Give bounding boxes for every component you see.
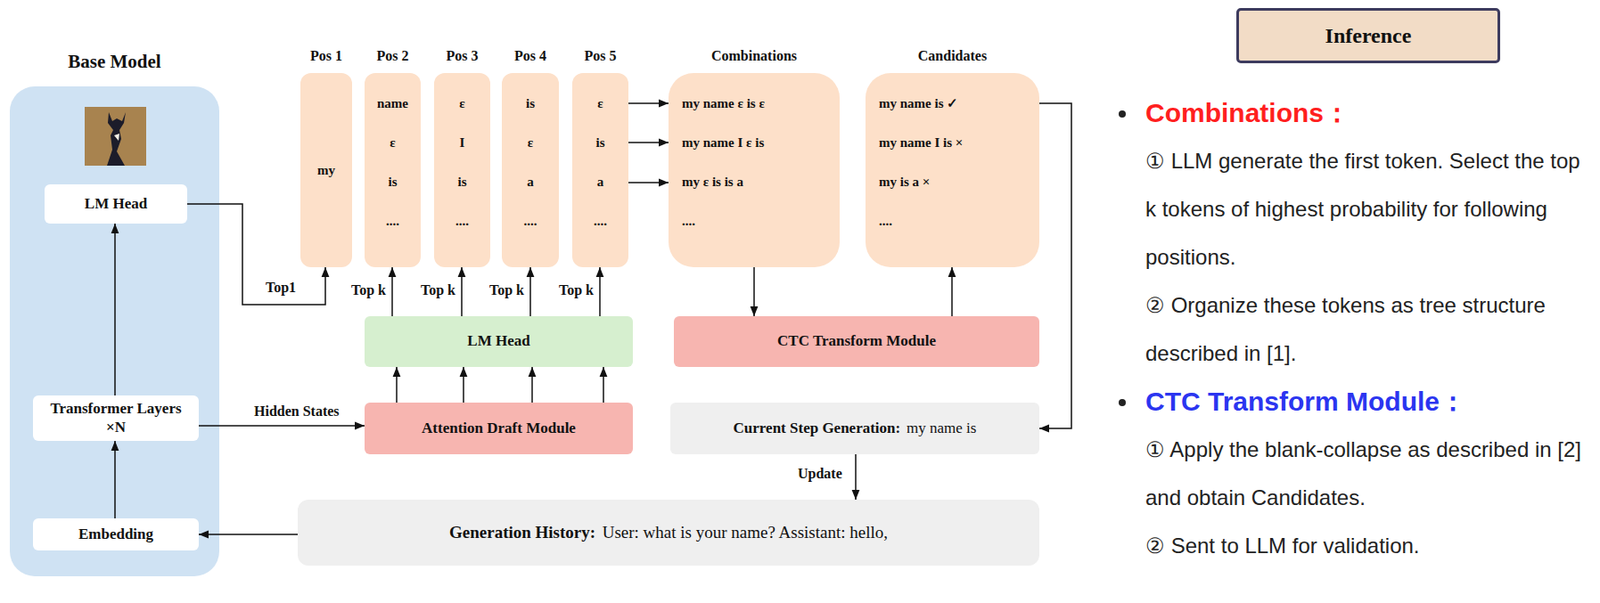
lm-head-box: LM Head xyxy=(364,316,633,368)
token-text: .... xyxy=(385,201,400,241)
box-label: CTC Transform Module xyxy=(777,332,936,351)
box-label: LM Head xyxy=(84,195,148,214)
arrow-connector xyxy=(628,141,669,144)
arrow-connector xyxy=(114,223,116,396)
edge-label: Top k xyxy=(349,281,388,300)
arrow-connector xyxy=(598,267,601,317)
history-box: Generation History: User: what is your na… xyxy=(297,500,1040,567)
inference-box: Inference xyxy=(1236,8,1501,64)
arrow-connector xyxy=(1039,103,1072,429)
arrow-connector xyxy=(628,102,669,105)
arrow-connector xyxy=(628,181,669,184)
edge-label: Top k xyxy=(557,281,596,300)
box-label: LM Head xyxy=(467,332,530,351)
token-text: is xyxy=(595,123,605,163)
token-text: ε xyxy=(597,83,603,124)
token-text: my name I ε is xyxy=(681,123,764,163)
lm-head-box: LM Head xyxy=(44,184,188,224)
field-value: User: what is your name? Assistant: hell… xyxy=(602,523,888,543)
token-text: name xyxy=(377,83,409,124)
candidates-box: Candidatesmy name is ✓my name I is ×my i… xyxy=(865,73,1040,268)
token-text: a xyxy=(597,162,605,202)
position-column: Pos 5εisa.... xyxy=(572,73,629,268)
module-box: Attention Draft Module xyxy=(364,402,633,455)
transformer-box: Transformer Layers ×N xyxy=(32,395,199,442)
token-text: a xyxy=(526,162,534,202)
arrow-connector xyxy=(391,267,394,317)
arrow-connector xyxy=(951,267,953,317)
heading: Pos 5 xyxy=(518,48,682,65)
arrow-connector xyxy=(198,533,298,536)
token-text: my name is ✓ xyxy=(878,83,959,124)
edge-label: Update xyxy=(795,465,845,484)
field-value: my name is xyxy=(906,419,977,438)
edge-label: Top k xyxy=(418,281,458,300)
token-text: my ε is is a xyxy=(681,162,744,202)
arrow-connector xyxy=(854,454,857,501)
token-text: my name ε is ε xyxy=(681,83,765,124)
position-column: Pos 4isεa.... xyxy=(501,73,559,268)
token-text: ε xyxy=(527,123,534,163)
edge-label: Top k xyxy=(487,281,526,300)
token-text: my is a × xyxy=(878,162,930,202)
token-text: is xyxy=(525,83,535,124)
edge-label: Top1 xyxy=(263,278,298,297)
position-column: Pos 3εIis.... xyxy=(434,73,491,268)
embedding-box: Embedding xyxy=(32,518,199,551)
token-text: .... xyxy=(878,201,893,241)
section-heading: CTC Transform Module： xyxy=(1145,377,1592,427)
arrow-connector xyxy=(460,267,463,317)
heading: Combinations xyxy=(615,48,894,65)
position-column: Pos 1my xyxy=(300,73,353,268)
box-label: Transformer Layers ×N xyxy=(40,400,192,437)
arrow-connector xyxy=(529,267,532,317)
arrow-connector xyxy=(114,441,116,519)
arrow-connector xyxy=(602,367,605,403)
token-text: .... xyxy=(524,201,538,241)
arrow-connector xyxy=(462,367,465,403)
note-text: ② Organize these tokens as tree structur… xyxy=(1145,281,1592,378)
current-step-box: Current Step Generation:my name is xyxy=(670,402,1040,455)
arrow-connector xyxy=(753,267,755,317)
token-text: ε xyxy=(389,123,395,163)
heading: Base Model xyxy=(0,50,273,74)
token-text: .... xyxy=(593,201,608,241)
token-text: .... xyxy=(681,201,696,241)
box-label: Attention Draft Module xyxy=(421,419,576,438)
token-text: is xyxy=(387,162,397,202)
note-text: ① Apply the blank-collapse as described … xyxy=(1145,426,1592,523)
arrow-connector xyxy=(531,367,534,403)
token-text: my xyxy=(317,150,336,190)
side-notes: Combinations：① LLM generate the first to… xyxy=(1145,89,1592,571)
arrow-connector xyxy=(198,425,365,427)
module-box: CTC Transform Module xyxy=(673,316,1040,368)
field-name: Generation History: xyxy=(449,523,596,543)
arrow-connector xyxy=(395,367,398,403)
heading: Candidates xyxy=(812,48,1093,65)
combinations-box: Combinationsmy name ε is εmy name I ε is… xyxy=(668,73,840,268)
token-text: is xyxy=(457,162,467,202)
field-name: Current Step Generation: xyxy=(733,419,902,438)
section-heading: Combinations： xyxy=(1145,89,1592,138)
token-text: .... xyxy=(455,201,469,241)
box-label: Embedding xyxy=(78,525,154,544)
token-text: I xyxy=(459,123,466,163)
note-text: ① LLM generate the first token. Select t… xyxy=(1145,137,1592,282)
model-icon xyxy=(84,106,147,166)
position-column: Pos 2nameεis.... xyxy=(364,73,421,268)
box-label: Inference xyxy=(1325,23,1412,50)
token-text: ε xyxy=(459,83,465,124)
note-text: ② Sent to LLM for validation. xyxy=(1145,522,1592,571)
token-text: my name I is × xyxy=(878,123,963,163)
edge-label: Hidden States xyxy=(252,402,342,421)
